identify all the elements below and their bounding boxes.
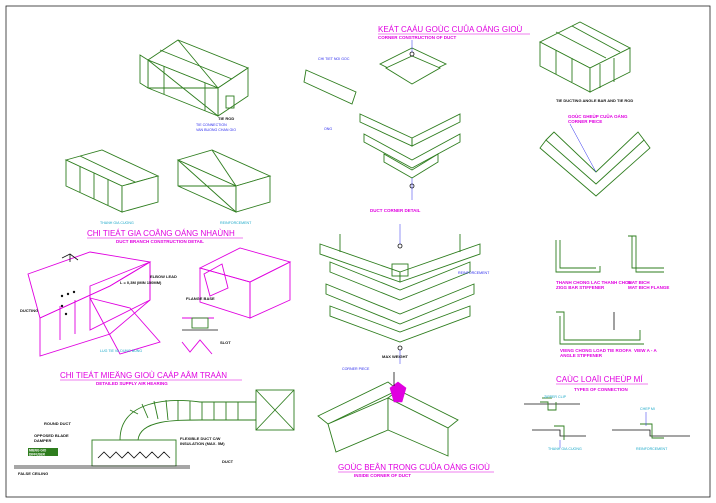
damper-label: DAMPER [34, 438, 51, 443]
diffuser-swatch [28, 448, 58, 456]
flange-note: FLANGE BASE [186, 296, 215, 301]
duct-tie-right-iso [539, 21, 631, 93]
corner-title: KEÁT CAÁU GOÙC CUÛA OÁNG GIOÙ [378, 25, 523, 34]
clip-b-label-2: MAT BICH FLANGE [628, 285, 669, 290]
corner-right-note-2: CORNER PIECE [568, 119, 602, 124]
clip-types-subtitle: TYPES OF CONNECTION [574, 387, 628, 392]
corner-subtitle: CORNER CONSTRUCTION OF DUCT [378, 35, 456, 40]
inner-corner-drawing [317, 372, 459, 457]
section-label: VIEW A - A [634, 348, 657, 353]
opposed-blade-label: OPPOSED BLADE [34, 433, 69, 438]
branch-duct-drawing [27, 251, 161, 357]
supply-title: CHI TIEÁT MIEÄNG GIOÙ CAÁP AÂM TRAÀN [60, 371, 227, 380]
elbow-label: ELBOW LEAD [150, 274, 177, 279]
clip-types-drawing [524, 397, 690, 448]
elbow-dim: L = 0,3M (MIN 150MM) [120, 280, 162, 285]
tie-rod-note: TIE ROD [218, 116, 234, 121]
slot-note: SLOT [220, 340, 231, 345]
corner-exploded-top [303, 40, 461, 200]
reinforce-note-left: THANH GIA CUONG [100, 221, 134, 225]
inner-corner-note: CORNER PIECE [342, 367, 370, 371]
clip-a-label-2: ZIGG BAR STIFFENER [556, 285, 605, 290]
tie-connection-label: TIE CONNECTION [196, 123, 227, 127]
inner-corner-title: GOÙC BEÂN TRONG CUÛA OÁNG GIOÙ [338, 463, 490, 472]
clip-b-label-1: MAT BICH [628, 280, 650, 285]
branch-subtitle: DUCT BRANCH CONSTRUCTION DETAIL [116, 239, 204, 244]
corner-right-note-1: GOÙC GHEÙP CUÛA OÁNG [568, 113, 628, 119]
corner-assembly-middle [319, 224, 481, 364]
assembly-scale: MAX WEIGHT [382, 354, 409, 359]
clip-e-label: CHEP MI [640, 407, 655, 411]
corner-note-a: CHI TIET NOI GOC [318, 57, 350, 61]
flexible-duct-drawing [14, 389, 295, 469]
clip-note-left: THANH GIA CUONG [548, 447, 582, 451]
clip-note-right: REINFORCEMENT [636, 447, 668, 451]
corner-v-piece [539, 123, 651, 197]
sheet-border [5, 5, 711, 498]
diffuser-label-2: DIFFUSER [29, 453, 46, 457]
clip-d-label: ZIPPER CLIP [544, 395, 567, 399]
duct-label: DUCTING [20, 308, 38, 313]
clip-a-label-1: THANH CHONG LAC THANH CHON [556, 280, 632, 285]
flex-insulation-label: INSULATION (MAX. 5M) [180, 441, 225, 446]
assembly-note: REINFORCEMENT [458, 271, 490, 275]
tie-label-2: VAN BUONG CHAN GIO [196, 128, 236, 132]
connection-profiles [555, 235, 664, 345]
duct-callout: DUCT [222, 459, 234, 464]
branch-title: CHI TIEÁT GIA COÂNG OÁNG NHAÙNH [87, 229, 235, 238]
false-ceiling-label: FALSE CEILING [18, 471, 48, 476]
duct-crossbraced-box [176, 149, 272, 213]
reinforce-note-right: REINFORCEMENT [220, 221, 252, 225]
flex-duct-label: FLEXIBLE DUCT C/W [180, 436, 221, 441]
supply-subtitle: DETAILED SUPPLY AIR HEARING [96, 381, 168, 386]
corner-note-b: ONG [324, 127, 332, 131]
inner-corner-subtitle: INSIDE CORNER OF DUCT [354, 473, 411, 478]
duct-segmented-box [64, 149, 160, 213]
elbow-note: LUG TIE VA DUNG BUNG [100, 349, 142, 353]
branch-collar-drawing [181, 247, 292, 355]
clip-c-label-2: ANGLE STIFFENER [560, 353, 603, 358]
duct-tie-rod-iso [139, 39, 249, 117]
round-duct-label: ROUND DUCT [44, 421, 71, 426]
corner-detail-caption: DUCT CORNER DETAIL [370, 208, 421, 213]
clip-c-label-1: VIENG CHONG LOAD TIE ROOFA [560, 348, 632, 353]
duct-right-caption: TIE DUCTING ANGLE BAR AND TIE ROD [556, 98, 633, 103]
clip-types-title: CAÙC LOAÏI CHEÙP MÍ [556, 375, 643, 384]
diffuser-label-1: MIENG GIO [29, 449, 47, 453]
